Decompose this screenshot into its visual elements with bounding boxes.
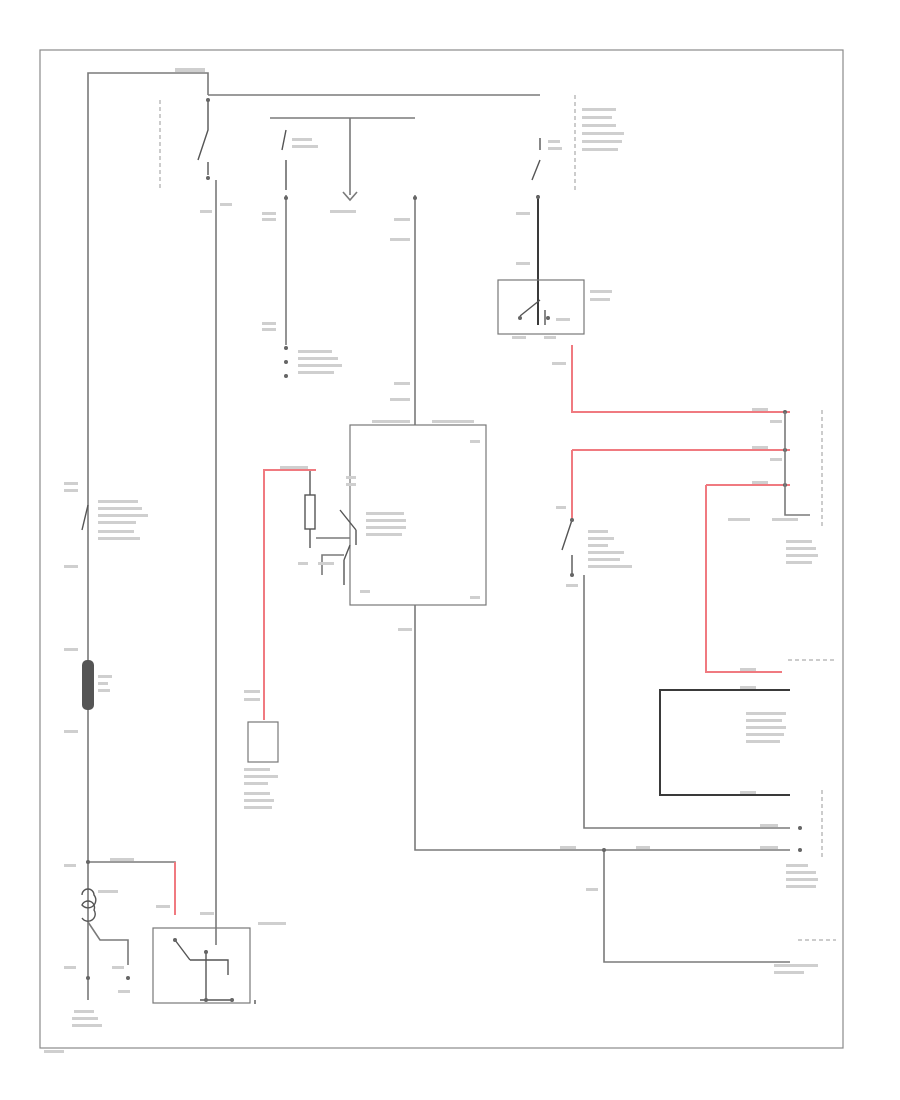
fuse-block (270, 117, 415, 213)
starter-relay (298, 469, 406, 585)
park-neutral-position-switch (497, 279, 612, 365)
diagram-frame (39, 49, 844, 1049)
neutral-safety-switch (262, 195, 342, 378)
ecm-output-wire (398, 605, 790, 851)
clutch-pedal-position-switch (556, 506, 790, 829)
battery (64, 858, 176, 993)
transmission-control-module (659, 659, 836, 796)
ignition-switch (159, 98, 232, 930)
anti-theft-module (244, 721, 279, 809)
fusible-link (64, 648, 112, 733)
ecm-feed-wire (390, 195, 417, 425)
ground-point (72, 1010, 102, 1027)
fuse-junction-upper (64, 482, 148, 568)
starter (152, 905, 286, 1004)
page-tag (44, 1050, 64, 1053)
clutch-switch (516, 95, 624, 325)
body-control-module (728, 410, 823, 564)
engine-control-module (349, 420, 487, 606)
bcm-red-wires (571, 345, 790, 673)
instrument-panel-cluster (586, 848, 836, 974)
anti-theft-wire (244, 466, 316, 720)
bcm-lower-connector (786, 790, 823, 888)
battery-feed-wire (87, 68, 540, 1000)
